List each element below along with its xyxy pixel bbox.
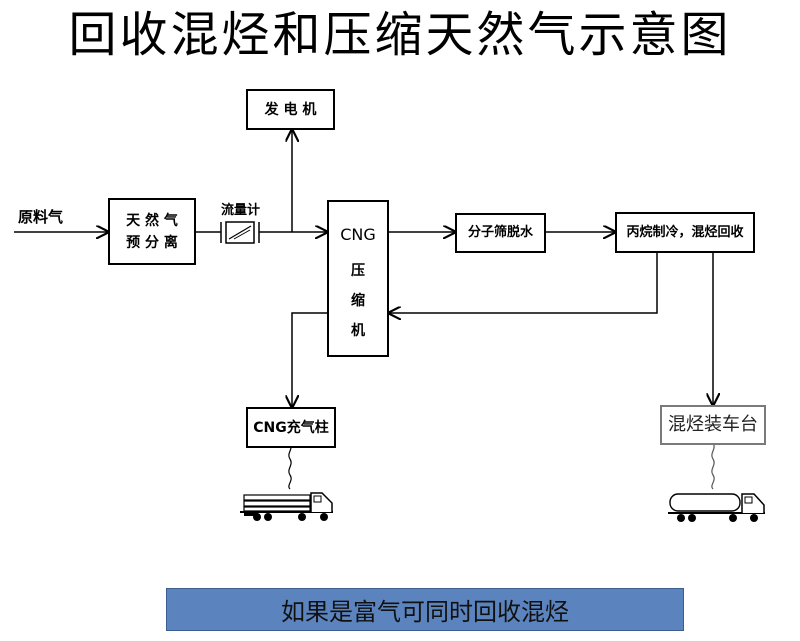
flow-meter-icon <box>225 221 255 244</box>
cng-compressor-char: 机 <box>350 323 365 339</box>
cng-compressor-char: 压 <box>350 263 365 279</box>
cng-tube-trailer-icon <box>240 492 333 521</box>
cng-station-box: CNG充气柱 <box>246 407 336 448</box>
propane-refrig-box: 丙烷制冷，混烃回收 <box>615 212 755 253</box>
pre-separation-line2: 预 分 离 <box>126 234 178 251</box>
mol-sieve-label: 分子筛脱水 <box>467 225 533 240</box>
cng-compressor-char: 缩 <box>350 293 365 309</box>
footer-banner: 如果是富气可同时回收混烃 <box>166 588 684 631</box>
compressor-to-cng-arrow <box>292 312 327 407</box>
flow-meter-label: 流量计 <box>221 203 261 218</box>
mol-sieve-box: 分子筛脱水 <box>455 213 546 253</box>
lpg-loading-label: 混烃装车台 <box>668 414 758 435</box>
cng-compressor-top-label: CNG <box>340 225 376 244</box>
cng-station-label: CNG充气柱 <box>253 419 329 436</box>
feed-gas-label: 原料气 <box>18 208 64 226</box>
return-gas-arrow <box>389 253 658 313</box>
cng-compressor-box: CNG 压 缩 机 <box>327 200 389 357</box>
lpg-hose <box>711 442 715 490</box>
generator-box: 发 电 机 <box>246 89 335 130</box>
footer-text: 如果是富气可同时回收混烃 <box>281 598 569 626</box>
propane-refrig-label: 丙烷制冷，混烃回收 <box>626 224 744 240</box>
pre-separation-line1: 天 然 气 <box>126 212 178 229</box>
page-title: 回收混烃和压缩天然气示意图 <box>68 7 732 63</box>
lpg-tanker-truck-icon <box>668 493 765 522</box>
generator-label: 发 电 机 <box>264 101 317 118</box>
pre-separation-box: 天 然 气 预 分 离 <box>108 198 196 265</box>
lpg-loading-box: 混烃装车台 <box>660 405 766 445</box>
cng-hose <box>288 442 292 490</box>
